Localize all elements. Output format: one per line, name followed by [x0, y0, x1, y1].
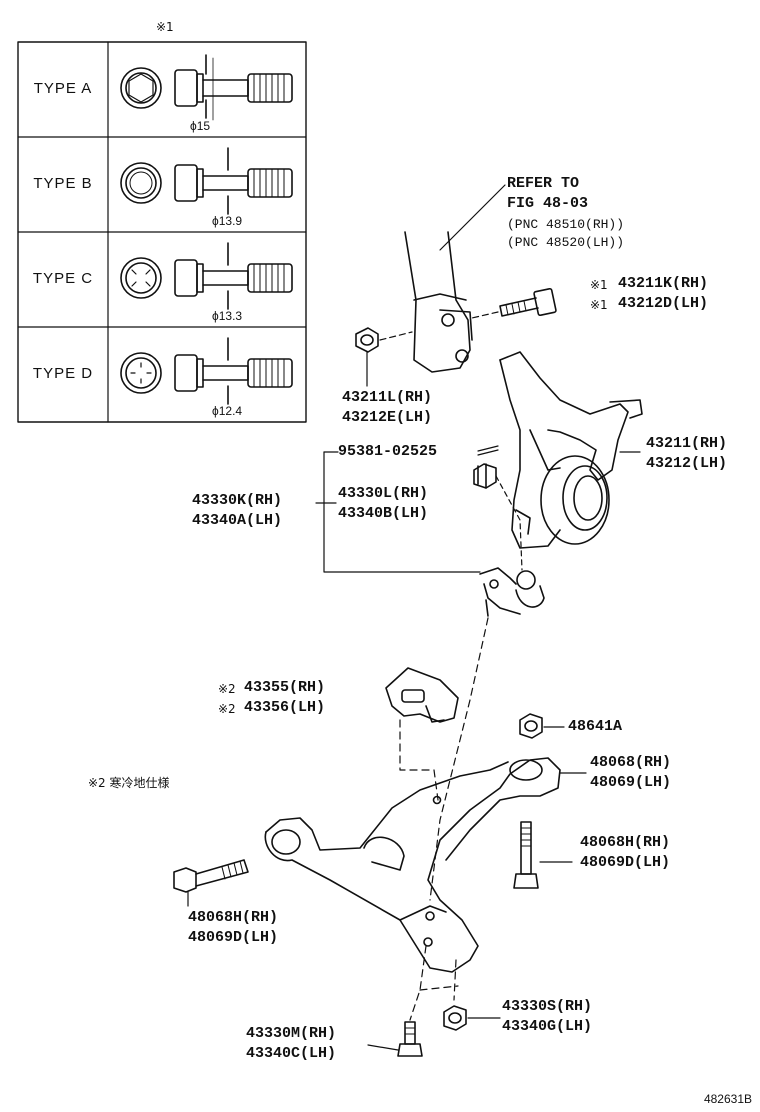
part-43340c-lh: 43340C(LH) — [246, 1045, 337, 1062]
part-43340b-lh: 43340B(LH) — [338, 505, 429, 522]
type-b-label: TYPE B — [33, 175, 93, 192]
part-43355-mark: ※2 — [218, 682, 236, 696]
part-48068h-right-rh: 48068H(RH) — [580, 834, 671, 851]
type-d-diameter: ϕ12.4 — [212, 404, 243, 418]
part-43212d-lh: 43212D(LH) — [618, 295, 709, 312]
part-48069d-right-lh: 48069D(LH) — [580, 854, 671, 871]
part-43355-rh: 43355(RH) — [244, 679, 326, 696]
part-48069d-left-lh: 48069D(LH) — [188, 929, 279, 946]
part-43330s-rh: 43330S(RH) — [502, 998, 593, 1015]
lower-nut-icon — [443, 1005, 467, 1031]
part-43340a-lh: 43340A(LH) — [192, 512, 283, 529]
part-43340g-lh: 43340G(LH) — [502, 1018, 593, 1035]
part-48068-rh: 48068(RH) — [590, 754, 672, 771]
refer-line-3: (PNC 48510(RH)) — [507, 217, 625, 232]
type-d-label: TYPE D — [32, 365, 94, 382]
part-48641a: 48641A — [568, 718, 623, 735]
part-48068h-left-rh: 48068H(RH) — [188, 909, 279, 926]
type-a-bolt-icon — [120, 54, 293, 121]
part-43330l-rh: 43330L(RH) — [338, 485, 429, 502]
steering-knuckle-illustration — [499, 351, 643, 549]
part-48069-lh: 48069(LH) — [590, 774, 672, 791]
type-c-label: TYPE C — [32, 270, 94, 287]
refer-line-1: REFER TO — [507, 175, 580, 192]
camber-bolt-icon — [499, 287, 557, 317]
part-43212e-lh: 43212E(LH) — [342, 409, 433, 426]
type-d-bolt-icon — [120, 337, 293, 405]
part-43211k-rh: 43211K(RH) — [618, 275, 709, 292]
bolt-type-table — [17, 41, 307, 423]
strut-illustration — [404, 231, 473, 373]
type-a-label: TYPE A — [33, 80, 93, 97]
type-b-bolt-icon — [120, 147, 293, 215]
type-c-bolt-icon — [120, 242, 293, 310]
type-a-diameter: ϕ15 — [190, 119, 211, 133]
figure-number: 482631B — [703, 1092, 752, 1106]
horizontal-bolt-icon — [173, 859, 249, 893]
part-43330m-rh: 43330M(RH) — [246, 1025, 337, 1042]
part-43212d-mark: ※1 — [590, 298, 608, 312]
cold-region-note: ※2 寒冷地仕様 — [88, 776, 170, 790]
refer-leader-line — [439, 184, 506, 251]
part-43212-lh: 43212(LH) — [646, 455, 728, 472]
lower-arm-cover-icon — [385, 667, 459, 723]
vertical-bolt-icon — [513, 821, 539, 889]
castle-nut-icon — [473, 463, 497, 489]
part-43211l-rh: 43211L(RH) — [342, 389, 433, 406]
ball-joint-illustration — [479, 567, 545, 617]
part-95381-code: 95381-02525 — [338, 443, 438, 460]
part-43330k-rh: 43330K(RH) — [192, 492, 283, 509]
part-43356-mark: ※2 — [218, 702, 236, 716]
flange-nut-icon — [519, 713, 543, 739]
cotter-pin-icon — [477, 445, 499, 456]
type-c-diameter: ϕ13.3 — [212, 309, 243, 323]
strut-nut-icon — [355, 327, 379, 353]
table-header-mark: ※1 — [156, 20, 174, 34]
type-b-diameter: ϕ13.9 — [212, 214, 243, 228]
refer-line-4: (PNC 48520(LH)) — [507, 235, 625, 250]
part-43211-rh: 43211(RH) — [646, 435, 728, 452]
part-43211k-mark: ※1 — [590, 278, 608, 292]
lower-control-arm-illustration — [264, 757, 561, 973]
lower-bolt-icon — [397, 1021, 423, 1057]
part-43356-lh: 43356(LH) — [244, 699, 326, 716]
refer-line-2: FIG 48-03 — [507, 195, 589, 212]
